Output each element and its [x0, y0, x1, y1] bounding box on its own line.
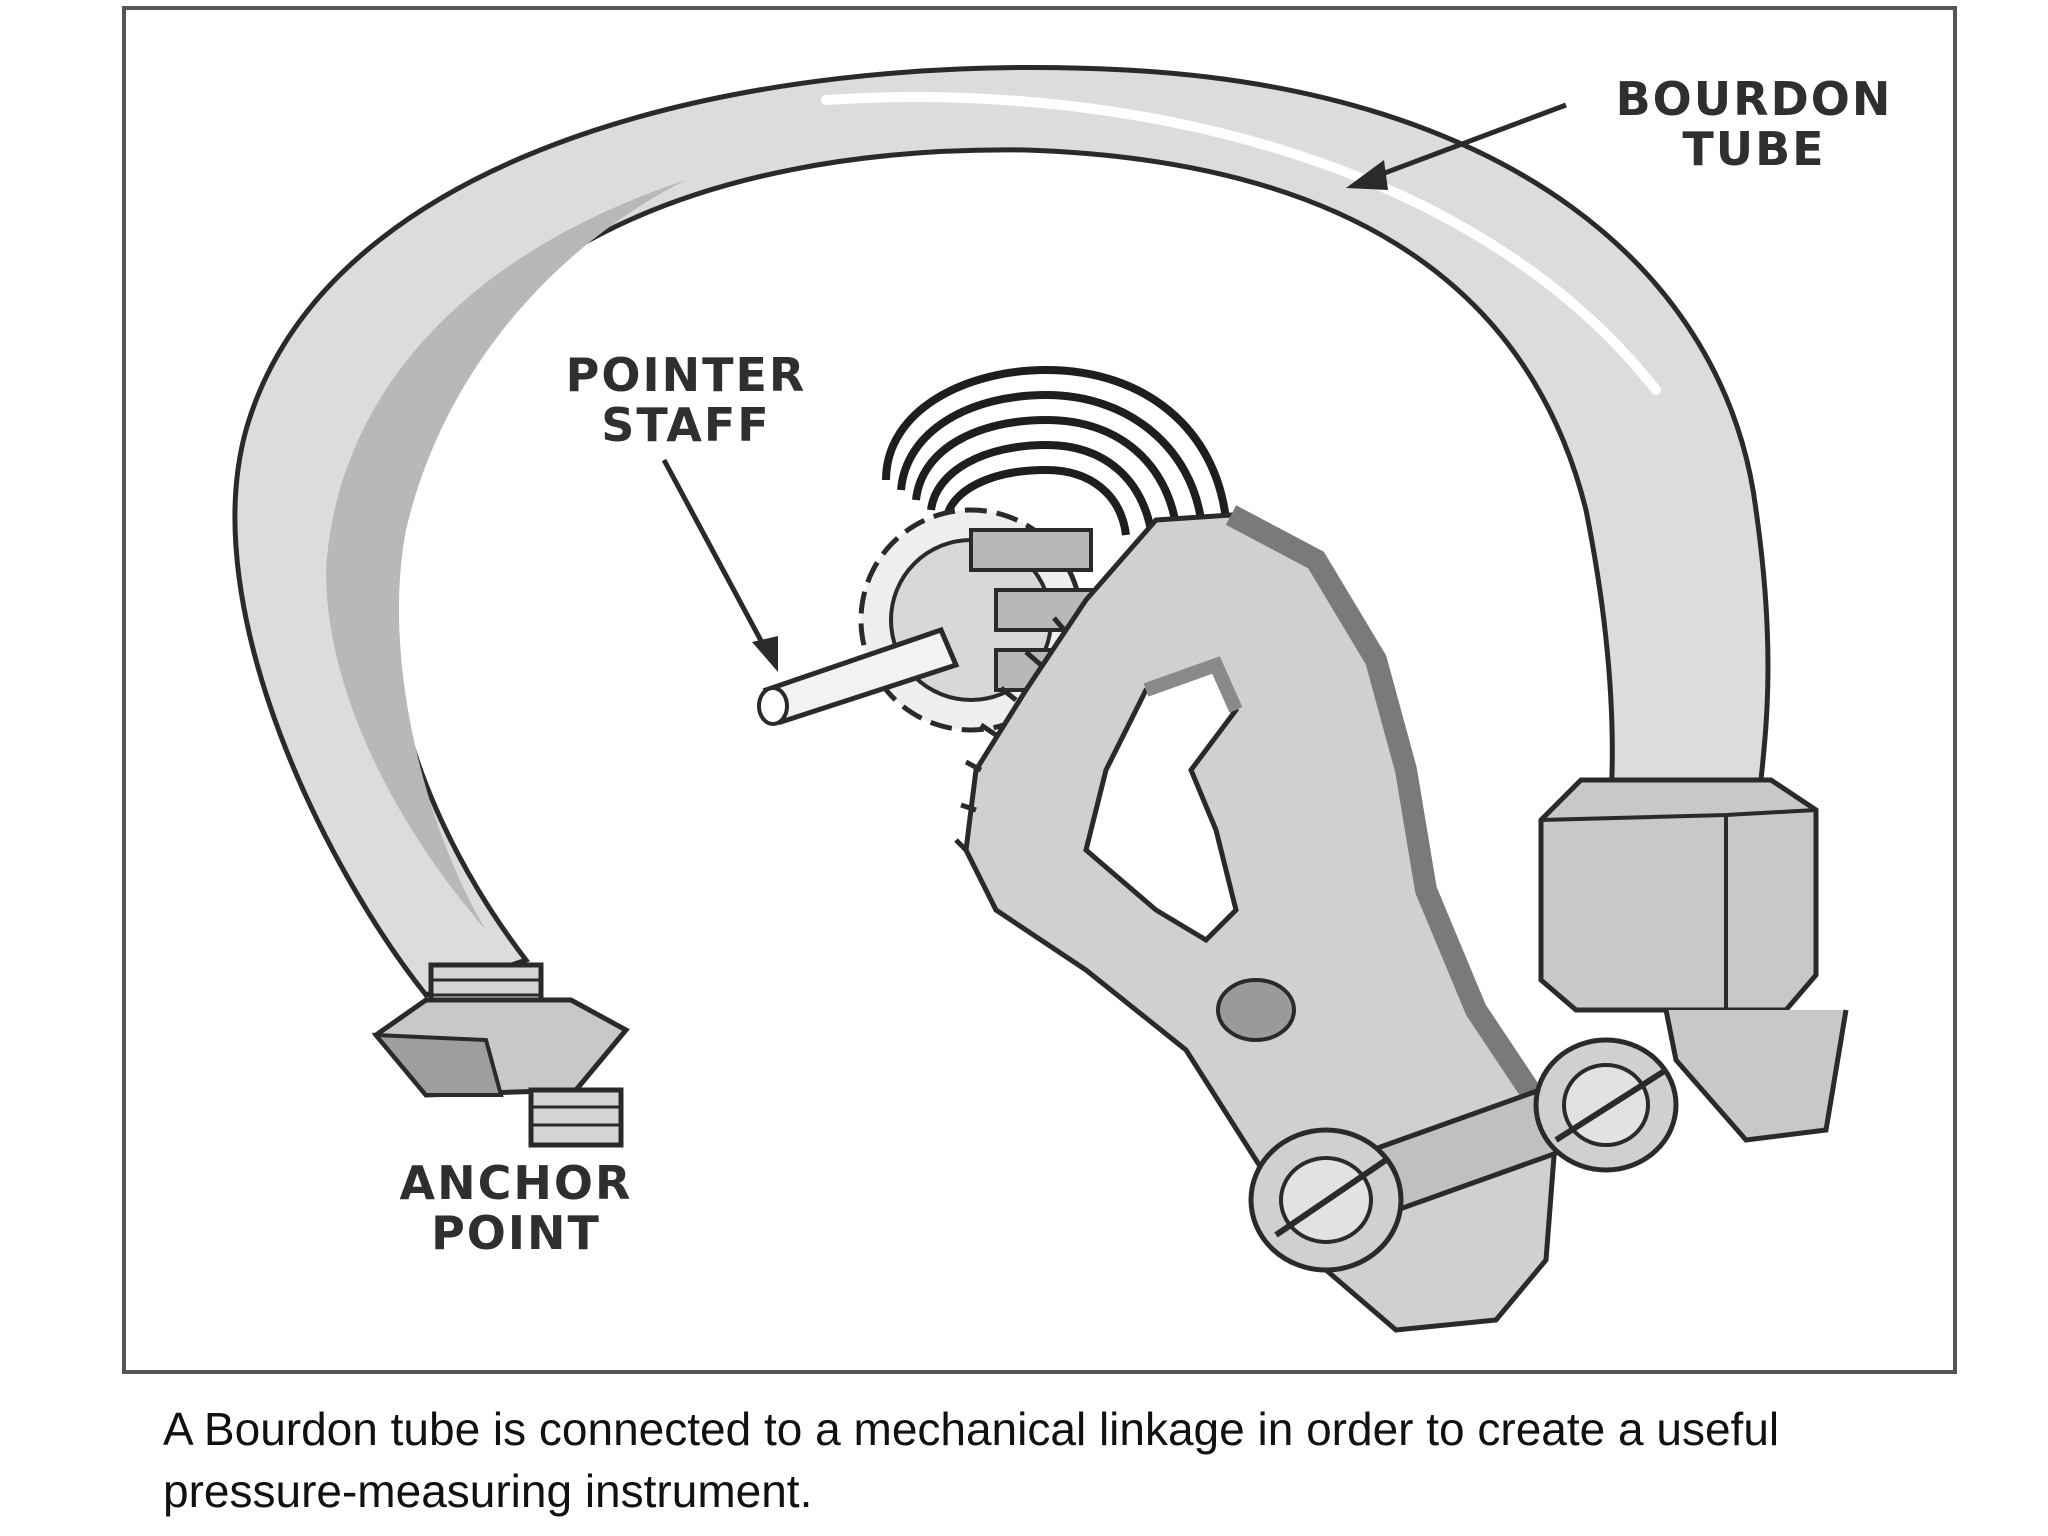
anchor-point-label-line2: POINT	[431, 1206, 601, 1260]
pointer-staff-label: POINTER STAFF	[521, 350, 851, 450]
figure-caption: A Bourdon tube is connected to a mechani…	[163, 1403, 1780, 1517]
sector-gear	[954, 505, 1566, 1333]
pointer-staff-shaft	[757, 626, 960, 726]
pointer-staff-label-line1: POINTER	[565, 348, 807, 402]
bourdon-tube-label-line1: BOURDON	[1615, 72, 1893, 126]
pointer-staff-label-line2: STAFF	[601, 398, 771, 452]
bourdon-gauge-illustration	[232, 65, 1849, 1333]
connecting-link	[1248, 1037, 1679, 1273]
diagram-frame: BOURDON TUBE POINTER STAFF ANCHOR POINT	[122, 6, 1957, 1374]
bourdon-tube	[232, 65, 1771, 998]
bourdon-tube-arrow	[1346, 102, 1567, 190]
anchor-point-label-line1: ANCHOR	[399, 1156, 633, 1210]
pointer-staff-arrow	[661, 458, 778, 672]
tube-socket-block	[1538, 777, 1849, 1143]
bourdon-tube-label: BOURDON TUBE	[1594, 74, 1914, 174]
anchor-point-label: ANCHOR POINT	[351, 1158, 681, 1258]
anchor-nut	[371, 962, 630, 1148]
hairspring-coil	[882, 365, 1230, 536]
bourdon-tube-label-line2: TUBE	[1682, 122, 1826, 176]
